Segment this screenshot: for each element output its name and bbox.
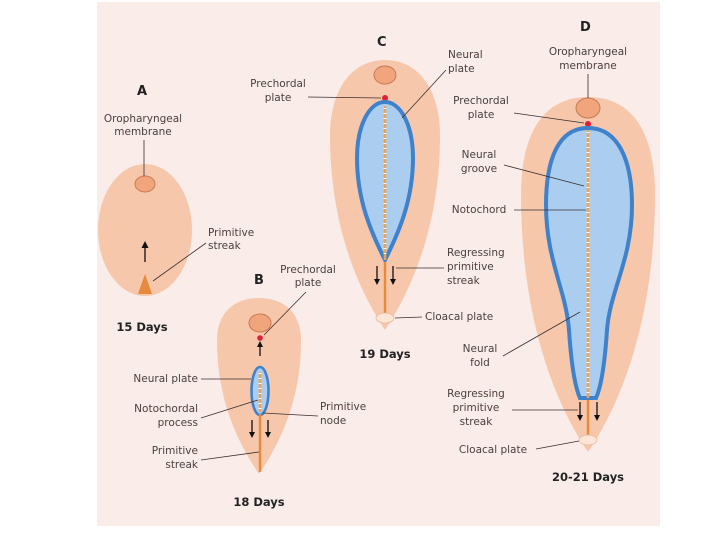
stage-a-oropharyngeal-label-1: Oropharyngeal (104, 113, 182, 125)
stage-c-neural-plate-label-1: Neural (448, 49, 483, 61)
stage-d: D Oropharyngeal membrane Prechordal plat… (447, 20, 655, 484)
stage-c-prechordal-plate (382, 95, 388, 101)
stage-b-notochordal-leader (200, 399, 259, 419)
stage-d-notochord-label: Notochord (452, 204, 506, 216)
stage-a-streak-label-2: streak (208, 240, 242, 252)
stage-d-prechordal-leader (513, 112, 585, 124)
stage-c-regressing-label-3: streak (447, 275, 481, 287)
stage-c-cloacal-label: Cloacal plate (425, 311, 493, 323)
stage-d-oropharyngeal-label-2: membrane (559, 60, 616, 72)
stage-d-regressing-label-3: streak (460, 416, 494, 428)
stage-b-streak-label-1: Primitive (152, 445, 198, 457)
stage-b-prechordal-label-2: plate (295, 277, 322, 289)
stage-c-regressing-label-1: Regressing (447, 247, 505, 259)
stage-b-prechordal-leader (263, 291, 307, 336)
stage-b-notochordal-label-2: process (158, 417, 198, 429)
stage-b-prechordal-label-1: Prechordal (280, 264, 336, 276)
stage-a-embryo (98, 164, 192, 296)
stage-d-regressing-label-1: Regressing (447, 388, 505, 400)
stage-b-oropharyngeal-membrane (248, 313, 272, 333)
stage-c-prechordal-label-2: plate (265, 92, 292, 104)
stage-b-node-label-1: Primitive (320, 401, 366, 413)
stage-c-regressing-label-2: primitive (447, 261, 494, 273)
stage-c-neural-plate-leader (401, 69, 447, 119)
stage-d-neural-groove-label-1: Neural (462, 149, 497, 161)
stage-d-days: 20-21 Days (552, 470, 624, 484)
stage-a-streak-label-1: Primitive (208, 227, 254, 239)
stage-c-down-arrowhead-left (374, 279, 380, 285)
stage-d-neural-groove-leader (503, 164, 585, 187)
stage-c-prechordal-leader (307, 96, 382, 99)
stage-d-cloacal-label: Cloacal plate (459, 444, 527, 456)
stage-d-cloacal-plate (578, 434, 598, 446)
stage-c-oropharyngeal-membrane (373, 65, 397, 85)
stage-a-letter: A (137, 84, 147, 99)
stage-c-down-arrowhead-right (390, 279, 396, 285)
stage-c-days: 19 Days (359, 347, 410, 361)
stage-d-down-arrowhead-left (577, 415, 583, 421)
stage-b-neural-plate-label: Neural plate (133, 373, 198, 385)
stage-d-neural-groove-label-2: groove (461, 163, 497, 175)
stage-a-primitive-streak (138, 274, 152, 294)
stage-d-neural-fold-leader (502, 311, 581, 357)
stage-b-down-arrowhead-left (249, 432, 255, 438)
stage-b-days: 18 Days (233, 495, 284, 509)
stage-d-prechordal-plate (585, 121, 591, 127)
stage-b-node-label-2: node (320, 415, 346, 427)
stage-a-oropharyngeal-label-2: membrane (114, 126, 171, 138)
stage-d-neural-fold-label-2: fold (470, 357, 490, 369)
stage-c-cloacal-plate (375, 312, 395, 324)
stage-b-letter: B (254, 273, 264, 288)
stage-d-regressing-label-2: primitive (453, 402, 500, 414)
stage-b-down-arrowhead-right (265, 432, 271, 438)
stage-a-up-arrowhead (141, 241, 149, 248)
stage-b-streak-label-2: streak (165, 459, 199, 471)
stage-a-days: 15 Days (116, 320, 167, 334)
stage-b-node-leader (262, 412, 319, 417)
stage-d-oropharyngeal-label-1: Oropharyngeal (549, 46, 627, 58)
stage-b-notochordal-label-1: Notochordal (134, 403, 198, 415)
stage-c-letter: C (377, 35, 387, 50)
stage-b-streak-leader (200, 451, 260, 461)
stage-d-prechordal-label-1: Prechordal (453, 95, 509, 107)
stage-c: C Prechordal plate Neural plate Regressi… (250, 35, 505, 361)
stage-d-letter: D (580, 20, 591, 35)
stage-a-oropharyngeal-membrane (134, 175, 156, 193)
stage-d-cloacal-leader (535, 440, 580, 450)
stage-b-prechordal-plate (257, 335, 263, 341)
stage-a: A Oropharyngeal membrane Primitive strea… (98, 84, 254, 334)
stage-c-neural-plate-label-2: plate (448, 63, 475, 75)
stage-b: B Prechordal plate Neural plate Notochor… (133, 264, 366, 509)
stage-d-prechordal-label-2: plate (468, 109, 495, 121)
stage-c-prechordal-label-1: Prechordal (250, 78, 306, 90)
stage-a-streak-leader (152, 242, 207, 282)
stage-d-down-arrowhead-right (594, 415, 600, 421)
stage-d-oropharyngeal-membrane (575, 97, 601, 119)
stage-b-up-arrowhead (257, 341, 263, 347)
stage-c-cloacal-leader (394, 316, 423, 319)
stage-d-neural-fold-label-1: Neural (463, 343, 498, 355)
